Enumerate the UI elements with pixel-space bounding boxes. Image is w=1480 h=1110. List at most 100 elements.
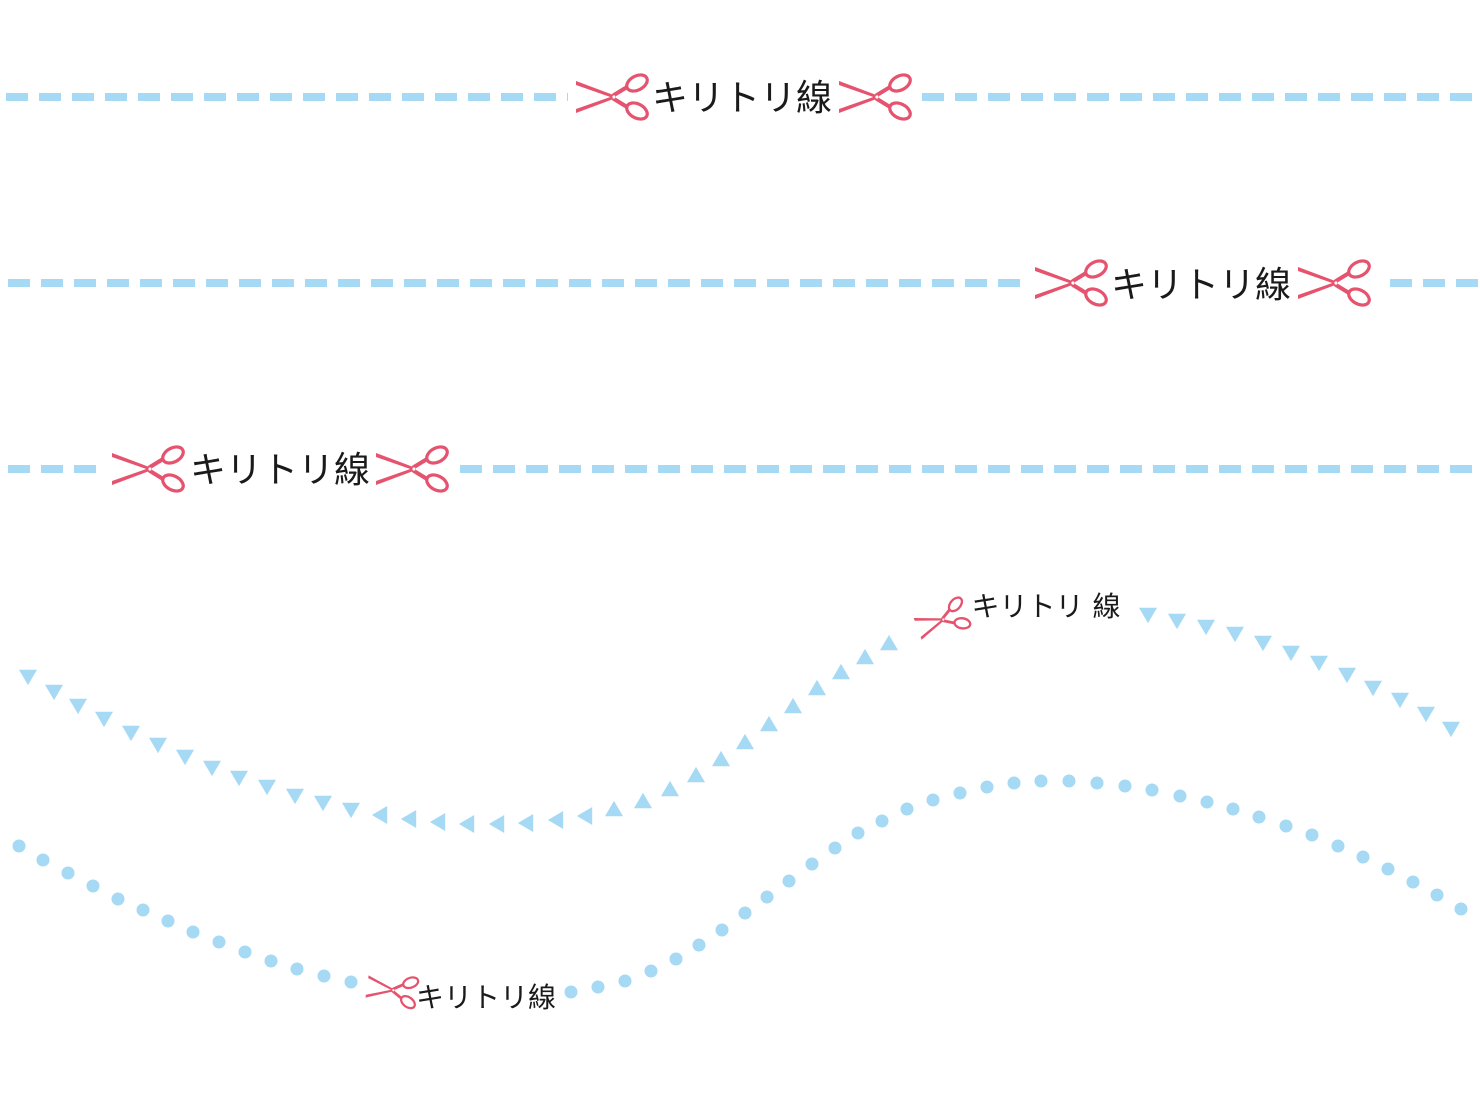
triangle-mark bbox=[808, 679, 826, 696]
triangle-mark bbox=[736, 733, 754, 750]
triangle-mark bbox=[258, 779, 276, 796]
scissors-icon bbox=[1296, 255, 1374, 311]
triangle-mark bbox=[429, 813, 446, 831]
cut-line-label: キリトリ線 bbox=[416, 981, 556, 1014]
dot-mark bbox=[851, 826, 865, 840]
dot-mark bbox=[1173, 789, 1187, 803]
triangle-mark bbox=[1168, 613, 1186, 630]
triangle-mark bbox=[458, 815, 475, 833]
triangle-mark bbox=[712, 750, 730, 767]
dot-mark bbox=[738, 906, 752, 920]
triangle-mark bbox=[45, 684, 63, 701]
dot-mark bbox=[1226, 802, 1240, 816]
triangle-mark bbox=[342, 802, 360, 819]
triangle-mark bbox=[832, 663, 850, 680]
dot-mark bbox=[12, 839, 26, 853]
triangle-mark bbox=[880, 634, 898, 651]
triangle-mark bbox=[19, 669, 37, 686]
scissors-icon bbox=[909, 592, 976, 648]
dot-mark bbox=[136, 903, 150, 917]
triangle-mark bbox=[1364, 680, 1382, 697]
dot-mark bbox=[264, 954, 278, 968]
cut-line-label: キリトリ 線 bbox=[972, 590, 1121, 623]
dot-mark bbox=[1356, 850, 1370, 864]
dot-mark bbox=[161, 914, 175, 928]
triangle-mark bbox=[517, 814, 534, 832]
triangle-mark bbox=[286, 788, 304, 805]
dot-mark bbox=[1381, 862, 1395, 876]
dot-mark bbox=[875, 814, 889, 828]
dot-mark bbox=[1331, 839, 1345, 853]
triangle-mark bbox=[1338, 667, 1356, 684]
dot-mark bbox=[805, 857, 819, 871]
dot-mark bbox=[344, 975, 358, 989]
scissors-icon bbox=[374, 441, 452, 497]
dot-mark bbox=[86, 879, 100, 893]
triangle-mark bbox=[69, 698, 87, 715]
dot-mark bbox=[290, 962, 304, 976]
triangle-mark bbox=[95, 711, 113, 728]
dot-mark bbox=[36, 853, 50, 867]
dot-mark bbox=[953, 786, 967, 800]
triangle-mark bbox=[1197, 619, 1215, 636]
cut-line-label: キリトリ線 bbox=[652, 78, 832, 119]
triangle-mark bbox=[488, 815, 505, 833]
triangle-mark bbox=[1139, 607, 1157, 624]
dot-mark bbox=[900, 802, 914, 816]
dot-mark bbox=[715, 923, 729, 937]
dot-mark bbox=[1252, 810, 1266, 824]
triangle-mark bbox=[1417, 706, 1435, 723]
dot-marks bbox=[12, 774, 1468, 999]
cut-line-label: キリトリ線 bbox=[190, 450, 370, 491]
triangle-mark bbox=[856, 648, 874, 665]
dot-mark bbox=[61, 866, 75, 880]
dot-mark bbox=[782, 874, 796, 888]
dot-mark bbox=[669, 952, 683, 966]
dot-mark bbox=[828, 841, 842, 855]
dot-mark bbox=[926, 793, 940, 807]
triangle-marks bbox=[19, 607, 1460, 833]
dot-mark bbox=[1118, 779, 1132, 793]
triangle-mark bbox=[1226, 626, 1244, 643]
triangle-mark bbox=[1282, 645, 1300, 662]
triangle-mark bbox=[314, 795, 332, 812]
triangle-mark bbox=[203, 760, 221, 777]
cut-line-3: キリトリ線 bbox=[8, 441, 1478, 497]
triangle-mark bbox=[576, 807, 593, 825]
triangle-mark bbox=[1310, 655, 1328, 672]
dot-mark bbox=[1279, 819, 1293, 833]
triangle-mark bbox=[605, 800, 623, 817]
scissors-icon bbox=[1033, 255, 1111, 311]
dot-mark bbox=[692, 938, 706, 952]
triangle-mark bbox=[1254, 635, 1272, 652]
triangle-mark bbox=[122, 725, 140, 742]
triangle-mark bbox=[661, 780, 679, 797]
triangle-mark bbox=[634, 792, 652, 809]
dot-mark bbox=[591, 980, 605, 994]
dot-mark bbox=[1454, 902, 1468, 916]
dot-mark bbox=[1145, 783, 1159, 797]
triangle-mark bbox=[1391, 692, 1409, 709]
triangle-mark bbox=[687, 766, 705, 783]
triangle-mark bbox=[1442, 721, 1460, 738]
scissors-icon bbox=[110, 441, 188, 497]
triangle-mark bbox=[547, 811, 564, 829]
dot-mark bbox=[186, 925, 200, 939]
dot-mark bbox=[1007, 776, 1021, 790]
dot-mark bbox=[1034, 774, 1048, 788]
triangle-mark bbox=[176, 749, 194, 766]
dot-mark bbox=[618, 974, 632, 988]
dot-mark bbox=[1430, 888, 1444, 902]
triangle-mark bbox=[400, 810, 417, 828]
dot-mark bbox=[644, 964, 658, 978]
dot-mark bbox=[111, 892, 125, 906]
dot-mark bbox=[238, 945, 252, 959]
cut-line-2: キリトリ線 bbox=[8, 255, 1478, 311]
dot-mark bbox=[1200, 795, 1214, 809]
triangle-mark bbox=[784, 697, 802, 714]
cut-line-4: キリトリ 線 bbox=[19, 590, 1460, 833]
dot-mark bbox=[317, 969, 331, 983]
cut-line-1: キリトリ線 bbox=[6, 69, 1478, 125]
cut-line-5: キリトリ線 bbox=[12, 774, 1468, 1014]
scissors-icon bbox=[837, 69, 915, 125]
